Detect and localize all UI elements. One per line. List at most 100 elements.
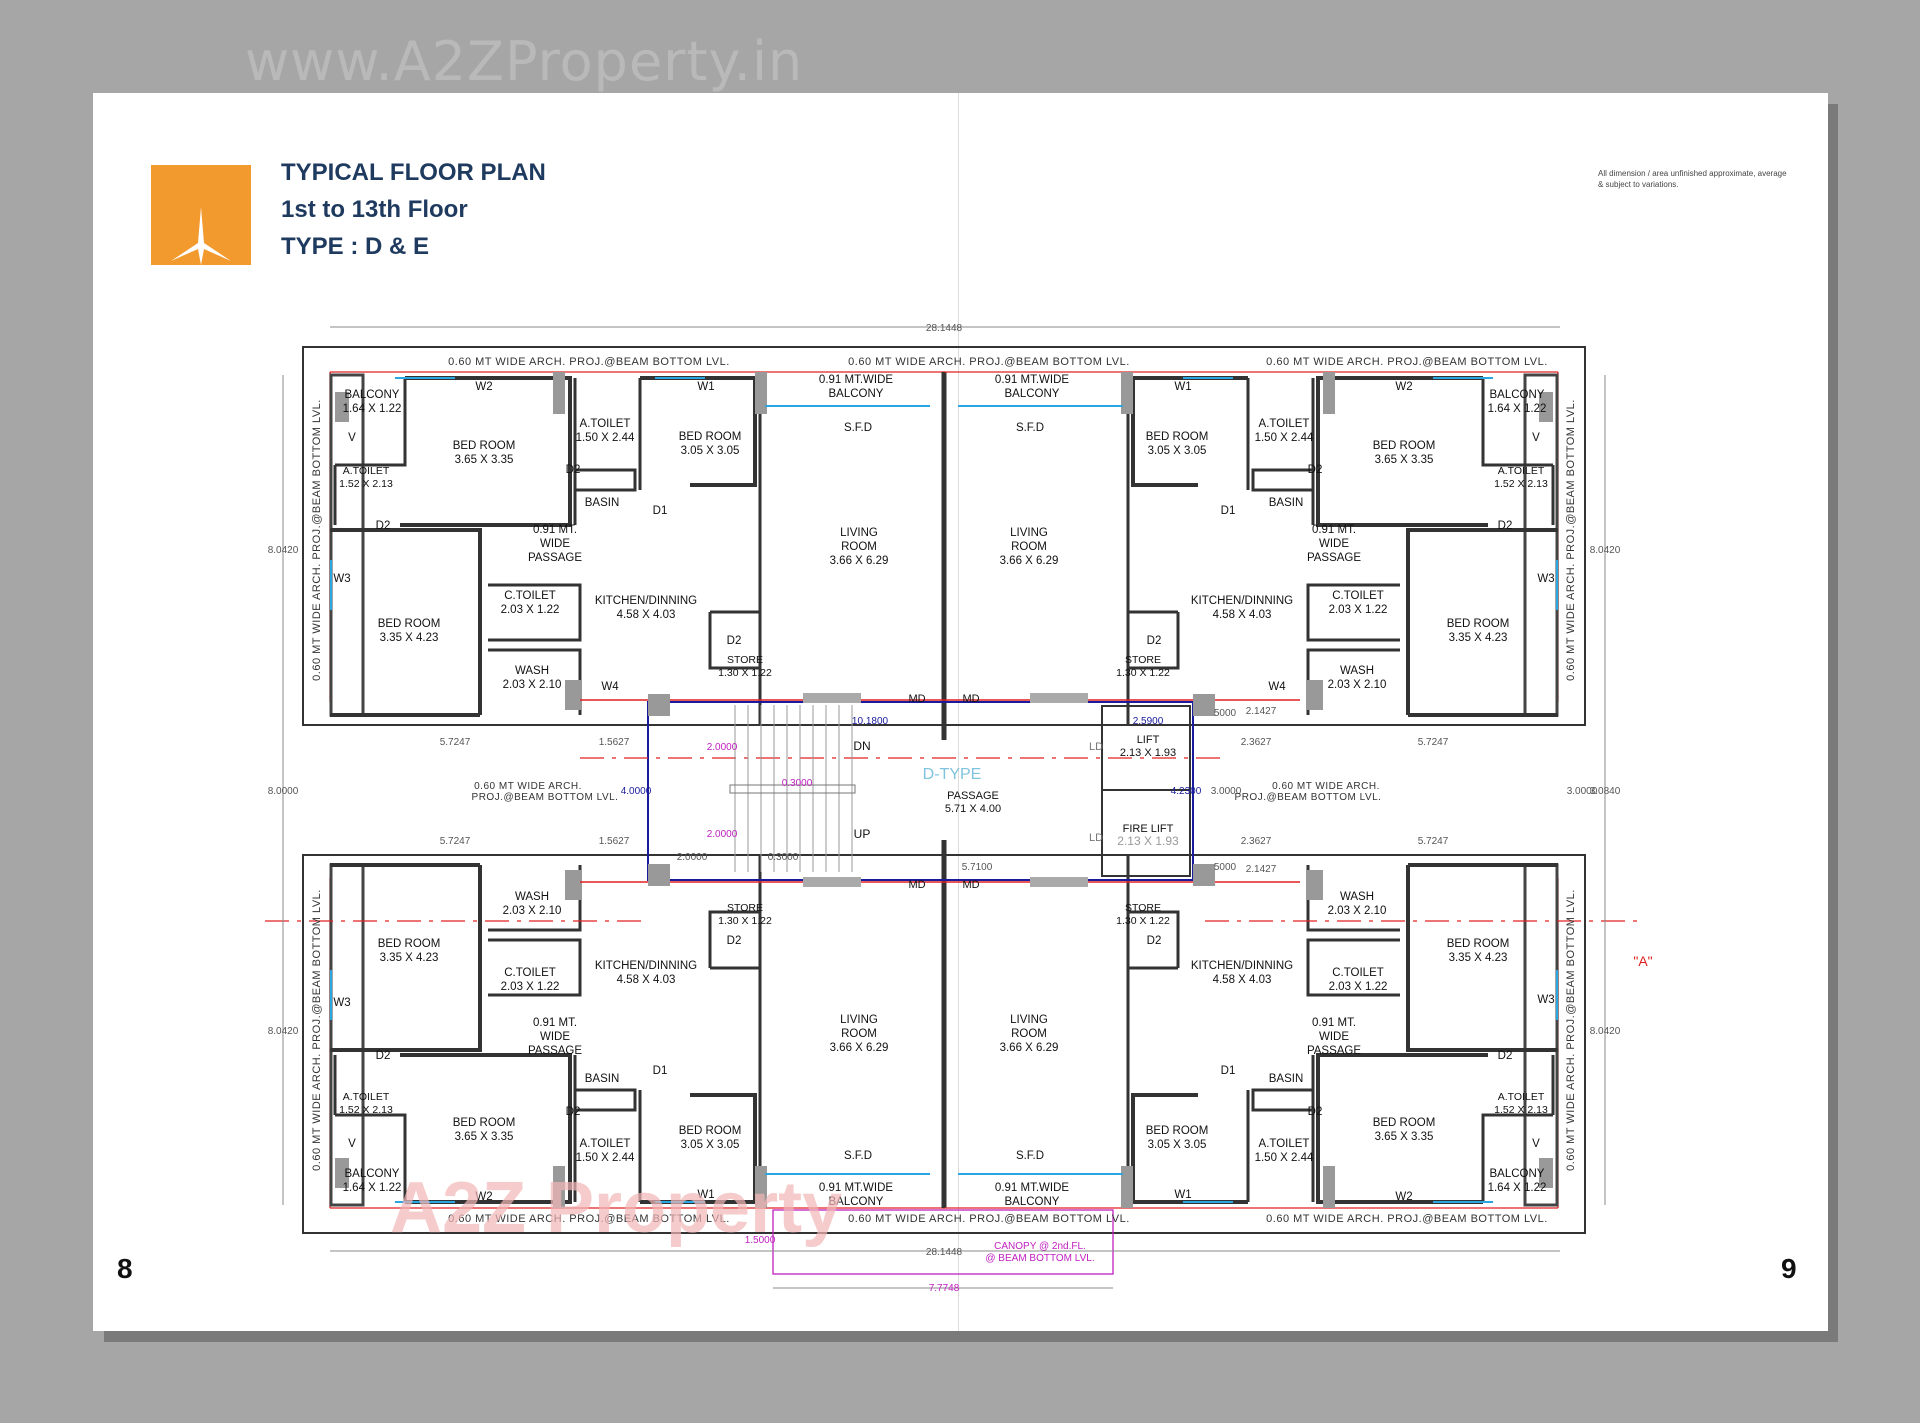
tr-v: V (1532, 432, 1540, 444)
tl-living-1: LIVING (840, 527, 878, 539)
bl-living-2: ROOM (841, 1028, 877, 1040)
disclaimer: All dimension / area unfinished approxim… (1598, 169, 1787, 189)
tl-bedroom-2-size: 3.05 X 3.05 (681, 445, 740, 457)
dim-left-lower: 8.0420 (268, 1026, 299, 1037)
dim-b2: 2.3627 (1241, 836, 1272, 847)
tl-v: V (348, 432, 356, 444)
tl-atoilet-2: A.TOILET (343, 465, 390, 477)
md-1: MD (908, 693, 925, 705)
dim-a2: 1.5627 (599, 836, 630, 847)
tr-atoilet-1: A.TOILET (1259, 418, 1310, 430)
tr-w3: W3 (1537, 573, 1554, 585)
tr-bedroom-1: BED ROOM (1373, 440, 1436, 452)
tl-atoilet-1-size: 1.50 X 2.44 (576, 432, 635, 444)
tl-kitchen: KITCHEN/DINNING (595, 595, 697, 607)
tr-living-2: ROOM (1011, 541, 1047, 553)
section-mark: "A" (1633, 953, 1652, 969)
br-d2-b: D2 (1498, 1050, 1513, 1062)
canopy-outline (772, 1209, 1114, 1275)
tl-balcony: BALCONY (345, 389, 400, 401)
dim-bottom: 28.1448 (926, 1247, 963, 1258)
br-ctoilet-size: 2.03 X 1.22 (1329, 981, 1388, 993)
bl-balcony-size: 1.64 X 1.22 (343, 1182, 402, 1194)
tl-store: STORE (727, 654, 763, 666)
bl-d2: D2 (566, 1106, 581, 1118)
tl-ctoilet-size: 2.03 X 1.22 (501, 604, 560, 616)
tl-kitchen-size: 4.58 X 4.03 (617, 609, 676, 621)
side-proj-bl: 0.60 MT WIDE ARCH. PROJ.@BEAM BOTTOM LVL… (311, 889, 323, 1171)
side-proj-tr: 0.60 MT WIDE ARCH. PROJ.@BEAM BOTTOM LVL… (1565, 399, 1577, 681)
type-label: D-TYPE (923, 766, 982, 783)
br-living-1: LIVING (1010, 1014, 1048, 1026)
dim-c: 10.1800 (852, 716, 889, 727)
proj-label-3: 0.60 MT WIDE ARCH. PROJ.@BEAM BOTTOM LVL… (1266, 356, 1548, 368)
bl-wash: WASH (515, 891, 549, 903)
tl-w1: W1 (697, 381, 714, 393)
tl-bedroom-3-size: 3.35 X 4.23 (380, 632, 439, 644)
br-atoilet-2-size: 1.52 X 2.13 (1494, 1104, 1548, 1116)
page-number-right: 9 (1781, 1253, 1797, 1284)
tr-bedroom-3: BED ROOM (1447, 618, 1510, 630)
br-bedroom-1-size: 3.65 X 3.35 (1375, 1131, 1434, 1143)
br-atoilet-2: A.TOILET (1498, 1091, 1545, 1103)
dim-j: 1.5000 (745, 1235, 776, 1246)
br-kitchen-size: 4.58 X 4.03 (1213, 974, 1272, 986)
br-bedroom-2-size: 3.05 X 3.05 (1148, 1139, 1207, 1151)
tr-living-size: 3.66 X 6.29 (1000, 555, 1059, 567)
bl-wash-size: 2.03 X 2.10 (503, 905, 562, 917)
tl-d1: D1 (653, 505, 668, 517)
fire-lift-size: 2.13 X 1.93 (1117, 834, 1179, 848)
ld-upper: LD (1089, 741, 1103, 753)
bl-atoilet-2: A.TOILET (343, 1091, 390, 1103)
dim-g1: 2.0000 (707, 742, 738, 753)
tr-ctoilet: C.TOILET (1332, 590, 1384, 602)
brochure-page: TYPICAL FLOOR PLAN 1st to 13th Floor TYP… (93, 93, 1828, 1331)
tr-w1: W1 (1174, 381, 1191, 393)
passage-label: PASSAGE (947, 790, 999, 802)
dim-wing-bl: 5.7247 (440, 836, 471, 847)
tl-sfd: S.F.D (844, 422, 872, 434)
tr-d1: D1 (1221, 505, 1236, 517)
tr-bedroom-2: BED ROOM (1146, 431, 1209, 443)
lift-size: 2.13 X 1.93 (1120, 747, 1176, 759)
dim-f: 4.2300 (1171, 786, 1202, 797)
tr-bedroom-3-size: 3.35 X 4.23 (1449, 632, 1508, 644)
tl-atoilet-2-size: 1.52 X 2.13 (339, 478, 393, 490)
bl-passage-3: PASSAGE (528, 1045, 582, 1057)
dim-top: 28.1448 (926, 323, 963, 334)
br-passage-1: 0.91 MT. (1312, 1017, 1356, 1029)
bl-kitchen: KITCHEN/DINNING (595, 960, 697, 972)
tr-store: STORE (1125, 654, 1161, 666)
dim-right-lower: 8.0420 (1590, 1026, 1621, 1037)
br-passage-3: PASSAGE (1307, 1045, 1361, 1057)
tl-ctoilet: C.TOILET (504, 590, 556, 602)
dim-h2: 0.3000 (768, 852, 799, 863)
tr-wash: WASH (1340, 665, 1374, 677)
br-atoilet-1: A.TOILET (1259, 1138, 1310, 1150)
br-passage-2: WIDE (1319, 1031, 1349, 1043)
tr-balcony-size: 1.64 X 1.22 (1488, 403, 1547, 415)
tr-d2-b: D2 (1498, 520, 1513, 532)
dim-wing-tr: 5.7247 (1418, 737, 1449, 748)
tl-d2-c: D2 (727, 635, 742, 647)
fire-lift-label: FIRE LIFT (1123, 823, 1174, 835)
dim-i: 5.7100 (962, 862, 993, 873)
watermark-bottom: A2Z Property (390, 1168, 842, 1248)
tr-w4: W4 (1268, 681, 1286, 693)
tr-passage-2: WIDE (1319, 538, 1349, 550)
tr-wide-balcony-2: BALCONY (1005, 388, 1060, 400)
br-bedroom-1: BED ROOM (1373, 1117, 1436, 1129)
br-bedroom-2: BED ROOM (1146, 1125, 1209, 1137)
tr-atoilet-1-size: 1.50 X 2.44 (1255, 432, 1314, 444)
tl-living-2: ROOM (841, 541, 877, 553)
tr-atoilet-2-size: 1.52 X 2.13 (1494, 478, 1548, 490)
tr-bedroom-2-size: 3.05 X 3.05 (1148, 445, 1207, 457)
proj-label-2: 0.60 MT WIDE ARCH. PROJ.@BEAM BOTTOM LVL… (848, 356, 1130, 368)
title-line-3: TYPE : D & E (281, 233, 430, 260)
tl-w3: W3 (333, 573, 350, 585)
tr-passage-1: 0.91 MT. (1312, 524, 1356, 536)
br-w1: W1 (1174, 1189, 1191, 1201)
bl-wide-balcony-2: BALCONY (829, 1196, 884, 1208)
tr-passage-3: PASSAGE (1307, 552, 1361, 564)
